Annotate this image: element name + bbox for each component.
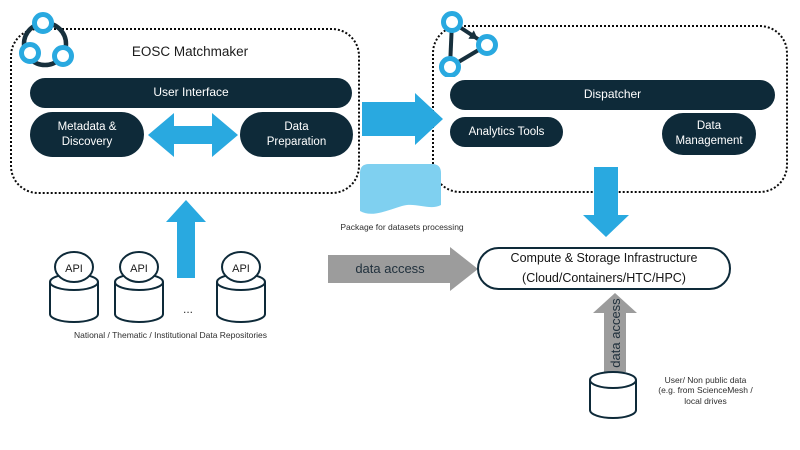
data-access-horizontal-label: data access: [355, 261, 425, 276]
matchmaker-group-box: [10, 28, 360, 194]
eosc-rings-icon: [19, 12, 74, 68]
repositories-caption: National / Thematic / Institutional Data…: [73, 330, 268, 340]
data-preparation-pill: Data Preparation: [240, 112, 353, 157]
data-access-vertical-label: data access: [608, 298, 623, 368]
api-repository-cylinder-icon: API: [49, 251, 99, 323]
double-arrow-icon: [148, 113, 238, 157]
user-data-cylinder-icon: [589, 371, 637, 419]
data-management-pill: Data Management: [662, 113, 756, 155]
user-data-caption: User/ Non public data (e.g. from Science…: [658, 375, 753, 406]
user-interface-pill: User Interface: [30, 78, 352, 108]
data-access-arrow-horizontal-icon: [328, 247, 478, 291]
metadata-discovery-pill: Metadata & Discovery: [30, 112, 144, 157]
api-label: API: [65, 263, 83, 275]
arrow-down-blue-icon: [583, 167, 629, 237]
data-access-arrow-vertical-icon: [593, 293, 637, 372]
package-label: Package for datasets processing: [340, 222, 464, 232]
analytics-tools-pill: Analytics Tools: [450, 117, 563, 147]
api-label: API: [232, 263, 250, 275]
api-repository-cylinder-icon: API: [216, 251, 266, 323]
api-label: API: [130, 263, 148, 275]
dispatcher-pill: Dispatcher: [450, 80, 775, 110]
api-repository-cylinder-icon: API: [114, 251, 164, 323]
package-document-icon: [360, 164, 441, 214]
arrow-right-blue-icon: [362, 93, 443, 145]
network-nodes-icon: [439, 11, 498, 77]
matchmaker-title: EOSC Matchmaker: [131, 44, 249, 59]
compute-storage-box: Compute & Storage Infrastructure (Cloud/…: [477, 247, 731, 290]
arrow-up-blue-icon: [166, 200, 206, 278]
repositories-ellipsis: ...: [182, 302, 193, 316]
